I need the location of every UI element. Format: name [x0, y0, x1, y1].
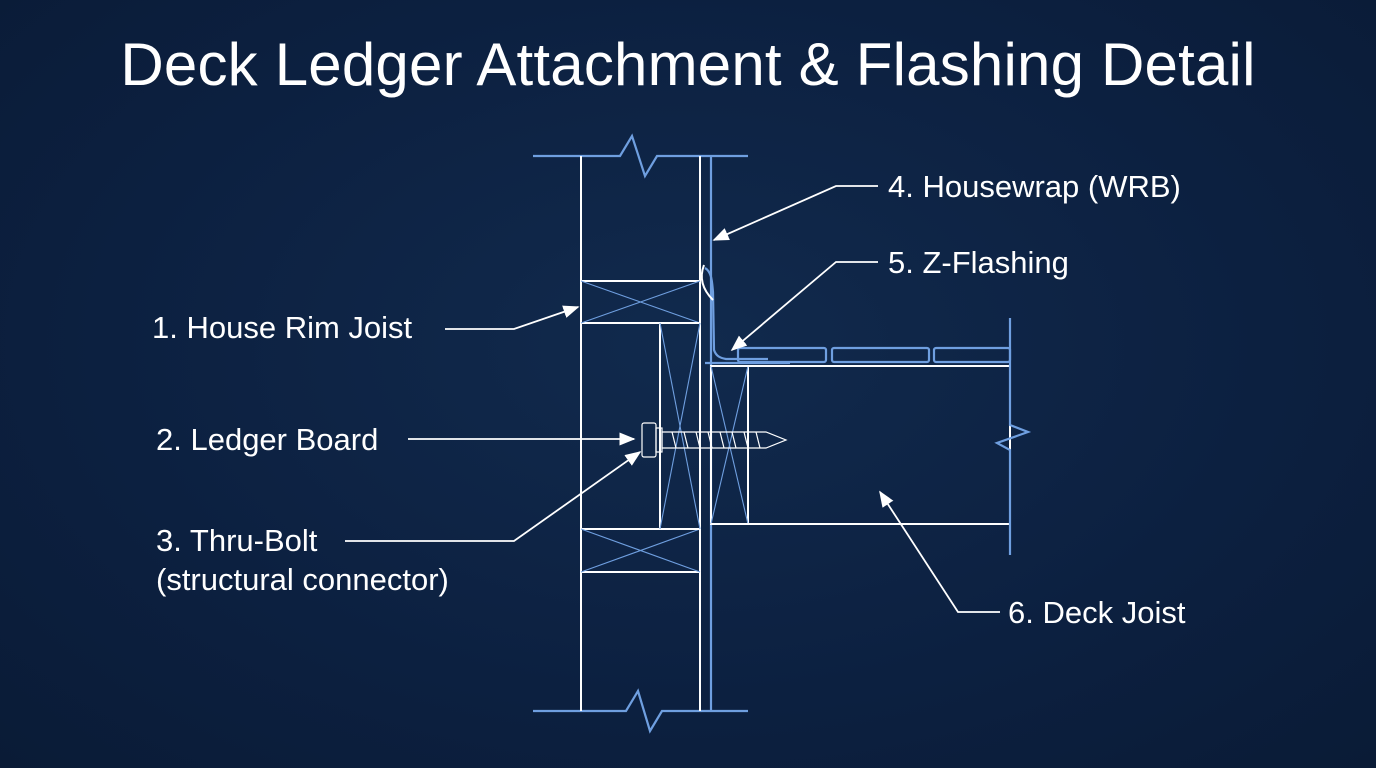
label-housewrap: 4. Housewrap (WRB): [888, 169, 1181, 204]
label-ledger-board: 2. Ledger Board: [156, 422, 379, 457]
deck-joist: [711, 318, 1011, 555]
deck-joist-break-line: [994, 318, 1032, 555]
label-house-rim-joist: 1. House Rim Joist: [152, 310, 413, 345]
wall-bottom-break-line: [533, 688, 748, 734]
leader-deck-joist: [879, 490, 1000, 613]
thru-bolt: [641, 422, 788, 458]
ledger-board-section: [710, 365, 749, 525]
deck-boards: [736, 346, 1012, 364]
house-rim-joist-upper: [580, 280, 701, 324]
house-rim-joist-lower: [580, 528, 701, 573]
leader-thru-bolt: [345, 451, 642, 542]
leader-housewrap: [712, 185, 878, 241]
leader-house-rim-joist: [445, 305, 580, 330]
leader-z-flashing: [730, 261, 878, 352]
z-flashing-profile: [704, 267, 768, 361]
page-title: Deck Ledger Attachment & Flashing Detail: [120, 31, 1256, 98]
label-thru-bolt-subtitle: (structural connector): [156, 562, 449, 597]
rim-joist-section: [659, 322, 701, 530]
label-z-flashing: 5. Z-Flashing: [888, 245, 1069, 280]
label-thru-bolt: 3. Thru-Bolt: [156, 523, 318, 558]
label-deck-joist: 6. Deck Joist: [1008, 595, 1186, 630]
wall-top-break-line: [533, 133, 748, 179]
housewrap-lap: [700, 264, 714, 301]
